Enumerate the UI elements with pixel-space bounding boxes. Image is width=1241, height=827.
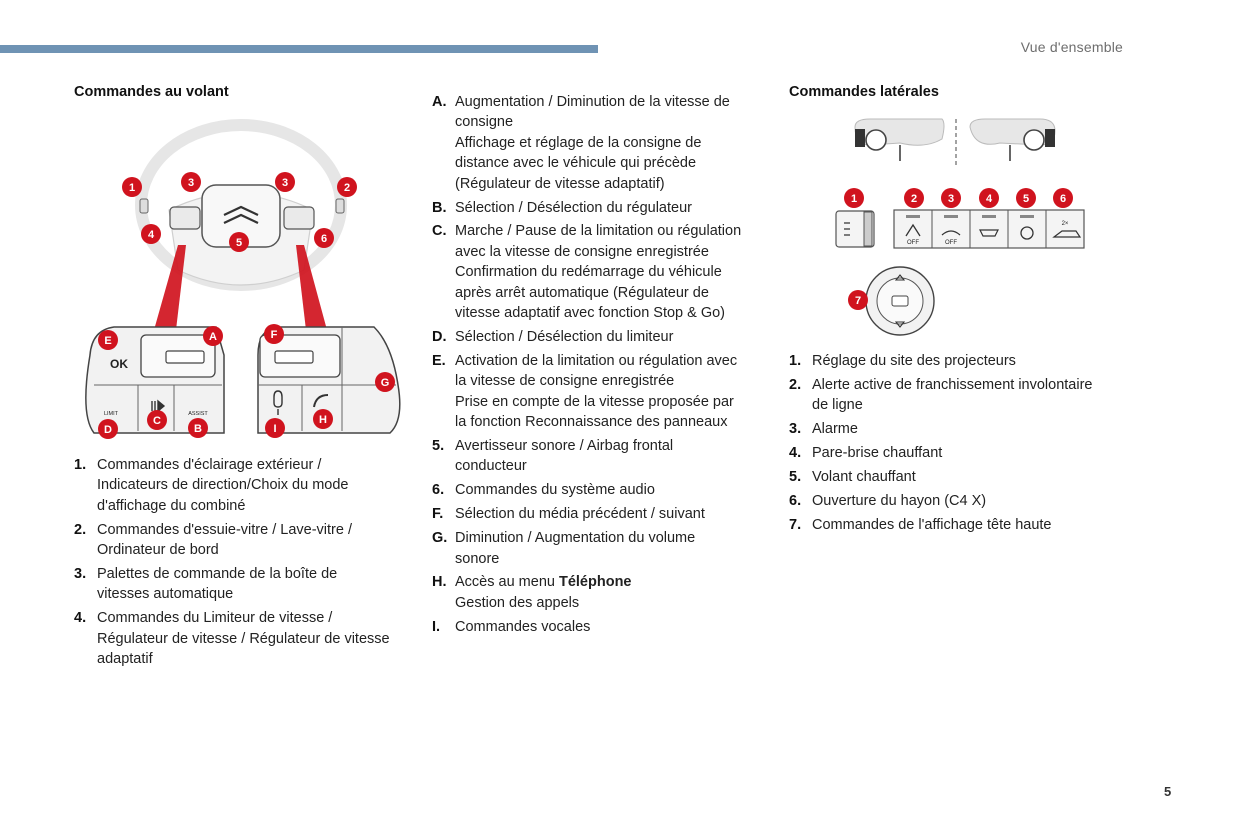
wheel-heat-icon bbox=[1020, 226, 1034, 240]
list-item: 6.Commandes du système audio bbox=[432, 482, 655, 499]
svg-text:5: 5 bbox=[1023, 193, 1029, 205]
badge-I: I bbox=[265, 418, 285, 438]
list-item: 2.Commandes d'essuie-vitre / Lave-vitre … bbox=[74, 521, 353, 559]
pause-play-icon bbox=[151, 399, 166, 413]
alarm-icon bbox=[941, 230, 961, 236]
svg-text:7: 7 bbox=[855, 295, 861, 307]
list-item: B.Sélection / Désélection du régulateur bbox=[432, 199, 692, 216]
windshield-heat-icon bbox=[979, 229, 999, 237]
badge-A: A bbox=[203, 326, 223, 346]
limit-label: LIMIT bbox=[104, 411, 119, 417]
list-item: E.Activation de la limitation ou régulat… bbox=[432, 352, 738, 431]
steering-wheel-diagram: 1 3 3 2 4 5 6 OK LIMIT ASSIST E A D C B … bbox=[85, 119, 401, 439]
svg-text:3: 3 bbox=[282, 177, 288, 189]
svg-text:5: 5 bbox=[236, 237, 242, 249]
side-controls-title: Commandes latérales bbox=[789, 84, 939, 100]
list-item: D.Sélection / Désélection du limiteur bbox=[432, 328, 674, 345]
svg-text:G: G bbox=[381, 377, 390, 389]
badge-D: D bbox=[98, 419, 118, 439]
svg-text:B: B bbox=[194, 423, 202, 435]
header-accent-bar bbox=[0, 45, 598, 53]
badge-6: 6 bbox=[314, 228, 334, 248]
list-item: 2.Alerte active de franchissement involo… bbox=[789, 376, 1093, 414]
svg-text:C: C bbox=[153, 415, 161, 427]
badge-B: B bbox=[188, 418, 208, 438]
badge-side-4: 4 bbox=[979, 188, 999, 208]
svg-text:6: 6 bbox=[321, 233, 327, 245]
tailgate-icon bbox=[1052, 230, 1082, 238]
svg-text:2: 2 bbox=[911, 193, 917, 205]
svg-text:F: F bbox=[271, 329, 278, 341]
phone-icon bbox=[313, 394, 329, 408]
middle-legend-list: A.Augmentation / Diminution de la vitess… bbox=[432, 92, 777, 641]
badge-G: G bbox=[375, 372, 395, 392]
microphone-icon bbox=[273, 390, 283, 415]
assist-label: ASSIST bbox=[188, 411, 208, 417]
brand-logo-icon bbox=[223, 205, 259, 224]
badge-E: E bbox=[98, 330, 118, 350]
svg-text:3: 3 bbox=[188, 177, 194, 189]
badge-side-1: 1 bbox=[844, 188, 864, 208]
badge-5: 5 bbox=[229, 232, 249, 252]
list-item: 3.Alarme bbox=[789, 421, 858, 438]
badge-side-5: 5 bbox=[1016, 188, 1036, 208]
list-item: 1.Réglage du site des projecteurs bbox=[789, 353, 1016, 369]
svg-text:3: 3 bbox=[948, 193, 954, 205]
alarm-off-label: OFF bbox=[945, 240, 957, 246]
badge-side-3: 3 bbox=[941, 188, 961, 208]
svg-text:2: 2 bbox=[344, 182, 350, 194]
section-title: Vue d'ensemble bbox=[1020, 39, 1123, 55]
badge-H: H bbox=[313, 409, 333, 429]
list-item: 6.Ouverture du hayon (C4 X) bbox=[789, 492, 987, 509]
list-item: F.Sélection du média précédent / suivant bbox=[432, 506, 705, 523]
svg-text:I: I bbox=[273, 423, 276, 435]
badge-1: 1 bbox=[122, 177, 142, 197]
svg-text:4: 4 bbox=[148, 229, 155, 241]
double-press-label: 2× bbox=[1062, 221, 1069, 227]
list-item: 1.Commandes d'éclairage extérieur /Indic… bbox=[74, 457, 349, 514]
badge-side-6: 6 bbox=[1053, 188, 1073, 208]
steering-controls-title: Commandes au volant bbox=[74, 84, 229, 100]
svg-text:A: A bbox=[209, 331, 217, 343]
side-controls-diagram: OFF OFF 2× 1 2 3 4 5 6 7 bbox=[835, 118, 1085, 336]
badge-side-2: 2 bbox=[904, 188, 924, 208]
right-legend-list: 1.Réglage du site des projecteurs 2.Aler… bbox=[789, 351, 1134, 539]
badge-F: F bbox=[264, 324, 284, 344]
badge-3-left: 3 bbox=[181, 172, 201, 192]
left-legend-list: 1.Commandes d'éclairage extérieur /Indic… bbox=[74, 455, 419, 673]
page-number: 5 bbox=[1164, 784, 1172, 799]
svg-text:D: D bbox=[104, 424, 112, 436]
list-item: 5.Volant chauffant bbox=[789, 469, 916, 486]
ok-button-label: OK bbox=[110, 357, 128, 371]
badge-2: 2 bbox=[337, 177, 357, 197]
list-item: 7.Commandes de l'affichage tête haute bbox=[789, 516, 1052, 533]
list-item: 4.Pare-brise chauffant bbox=[789, 445, 943, 462]
badge-side-7: 7 bbox=[848, 290, 868, 310]
list-item: I.Commandes vocales bbox=[432, 618, 591, 635]
svg-text:1: 1 bbox=[129, 182, 135, 194]
svg-text:E: E bbox=[104, 335, 111, 347]
list-item: A.Augmentation / Diminution de la vitess… bbox=[432, 94, 730, 192]
badge-C: C bbox=[147, 410, 167, 430]
list-item: 4.Commandes du Limiteur de vitesse /Régu… bbox=[74, 610, 390, 668]
svg-text:H: H bbox=[319, 414, 327, 426]
list-item: C.Marche / Pause de la limitation ou rég… bbox=[432, 223, 742, 322]
lane-icon bbox=[905, 223, 921, 237]
badge-4: 4 bbox=[141, 224, 161, 244]
svg-text:6: 6 bbox=[1060, 193, 1066, 205]
lane-off-label: OFF bbox=[907, 240, 919, 246]
badge-3-right: 3 bbox=[275, 172, 295, 192]
svg-text:4: 4 bbox=[986, 193, 993, 205]
svg-text:1: 1 bbox=[851, 193, 857, 205]
